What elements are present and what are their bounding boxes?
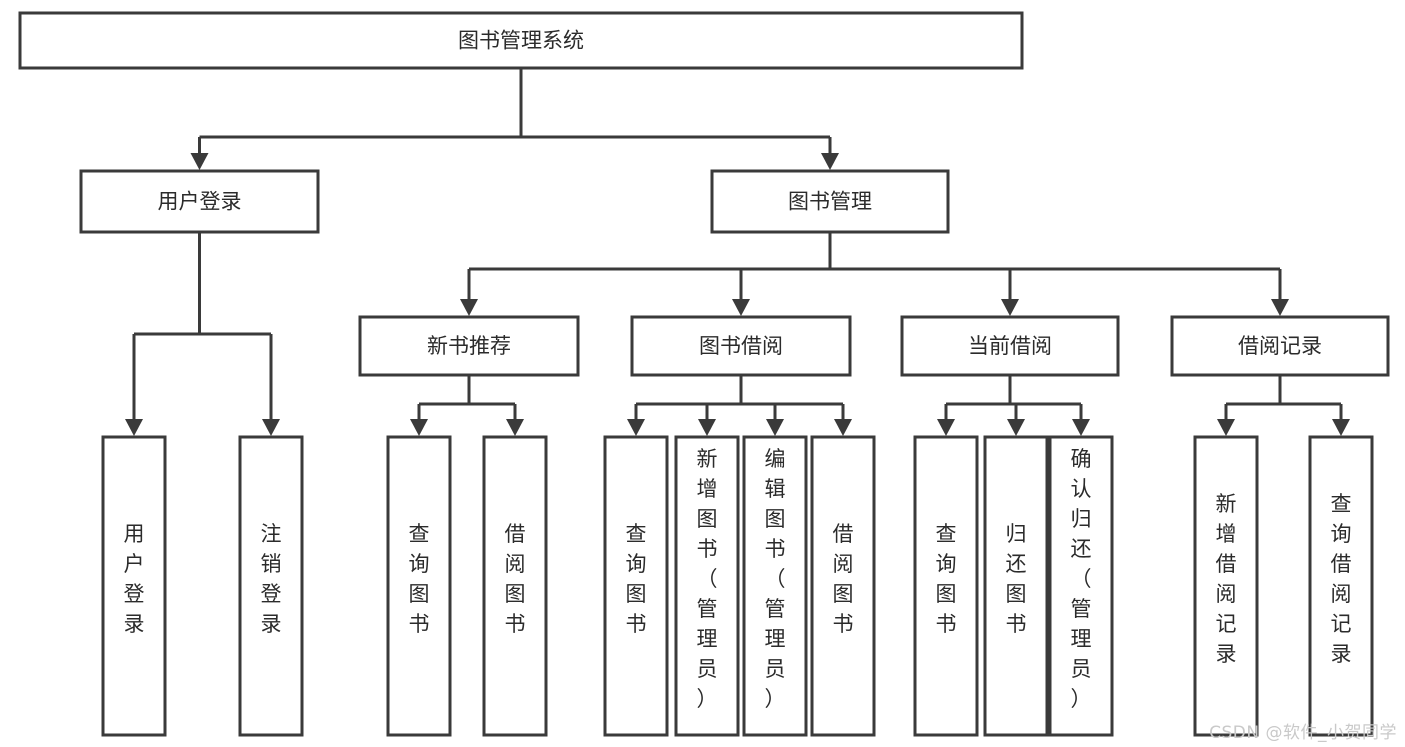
node-label: 查询图书 — [936, 522, 957, 636]
node-branch[interactable]: 图书借阅 — [630, 315, 852, 377]
node-box — [983, 435, 1049, 737]
node-leaf[interactable]: 新增借阅记录 — [1193, 435, 1259, 737]
node-leaf[interactable]: 查询借阅记录 — [1308, 435, 1374, 737]
node-label: 新增图书（管理员） — [697, 447, 718, 711]
node-box — [18, 11, 1024, 70]
node-branch[interactable]: 图书管理 — [710, 169, 950, 234]
node-box — [742, 435, 808, 737]
node-label: 新书推荐 — [427, 334, 511, 358]
arrow-head-icon — [460, 299, 478, 316]
node-label: 用户登录 — [158, 190, 242, 214]
arrow-head-icon — [190, 153, 209, 170]
arrow-head-icon — [834, 419, 852, 436]
node-leaf[interactable]: 借阅图书 — [810, 435, 876, 737]
arrow-head-icon — [1001, 299, 1019, 316]
node-branch[interactable]: 借阅记录 — [1170, 315, 1390, 377]
node-label: 新增借阅记录 — [1216, 492, 1237, 666]
node-leaf[interactable]: 确认归还（管理员） — [1048, 435, 1114, 737]
node-branch[interactable]: 新书推荐 — [358, 315, 580, 377]
arrow-head-icon — [821, 153, 839, 170]
node-box — [101, 435, 167, 737]
arrow-head-icon — [1217, 419, 1235, 436]
node-label: 用户登录 — [124, 522, 145, 636]
node-leaf[interactable]: 查询图书 — [386, 435, 452, 737]
node-box — [386, 435, 452, 737]
node-layer: 图书管理系统用户登录图书管理新书推荐图书借阅当前借阅借阅记录用户登录注销登录查询… — [18, 11, 1390, 737]
node-box — [603, 435, 669, 737]
node-box — [900, 315, 1120, 377]
node-leaf[interactable]: 用户登录 — [101, 435, 167, 737]
node-box — [238, 435, 304, 737]
connector-group — [627, 375, 852, 436]
node-leaf[interactable]: 查询图书 — [913, 435, 979, 737]
node-label: 查询借阅记录 — [1331, 492, 1352, 666]
node-box — [358, 315, 580, 377]
connector-group — [937, 375, 1090, 436]
node-label: 确认归还（管理员） — [1071, 447, 1092, 711]
node-label: 图书借阅 — [699, 334, 783, 358]
node-box — [1193, 435, 1259, 737]
node-label: 借阅记录 — [1238, 334, 1322, 358]
arrow-head-icon — [698, 419, 716, 436]
arrow-head-icon — [1007, 419, 1025, 436]
arrow-head-icon — [732, 299, 750, 316]
node-leaf[interactable]: 查询图书 — [603, 435, 669, 737]
connector-group — [460, 232, 1289, 316]
node-box — [482, 435, 548, 737]
connector-group — [190, 68, 839, 170]
arrow-head-icon — [937, 419, 955, 436]
node-leaf[interactable]: 借阅图书 — [482, 435, 548, 737]
node-leaf[interactable]: 新增图书（管理员） — [674, 435, 740, 737]
arrow-head-icon — [1271, 299, 1289, 316]
arrow-head-icon — [766, 419, 784, 436]
node-leaf[interactable]: 归还图书 — [983, 435, 1049, 737]
node-label: 查询图书 — [626, 522, 647, 636]
arrow-head-icon — [627, 419, 645, 436]
arrow-head-icon — [410, 419, 428, 436]
connector-group — [125, 232, 280, 436]
node-box — [674, 435, 740, 737]
node-label: 编辑图书（管理员） — [765, 447, 786, 711]
node-box — [79, 169, 320, 234]
node-label: 当前借阅 — [968, 334, 1052, 358]
node-label: 图书管理系统 — [458, 29, 584, 53]
node-box — [1170, 315, 1390, 377]
arrow-head-icon — [1332, 419, 1350, 436]
arrow-head-icon — [125, 419, 143, 436]
node-branch[interactable]: 当前借阅 — [900, 315, 1120, 377]
node-box — [810, 435, 876, 737]
node-box — [710, 169, 950, 234]
node-label: 注销登录 — [261, 522, 282, 636]
node-label: 查询图书 — [409, 522, 430, 636]
node-box — [1308, 435, 1374, 737]
node-leaf[interactable]: 注销登录 — [238, 435, 304, 737]
node-box — [1048, 435, 1114, 737]
node-box — [913, 435, 979, 737]
arrow-head-icon — [1072, 419, 1090, 436]
arrow-head-icon — [506, 419, 524, 436]
node-label: 图书管理 — [788, 190, 872, 214]
node-label: 借阅图书 — [833, 522, 854, 636]
connector-layer — [125, 68, 1350, 436]
node-root[interactable]: 图书管理系统 — [18, 11, 1024, 70]
node-leaf[interactable]: 编辑图书（管理员） — [742, 435, 808, 737]
node-branch[interactable]: 用户登录 — [79, 169, 320, 234]
node-box — [630, 315, 852, 377]
connector-group — [1217, 375, 1350, 436]
node-label: 借阅图书 — [505, 522, 526, 636]
arrow-head-icon — [262, 419, 280, 436]
node-label: 归还图书 — [1006, 522, 1027, 636]
connector-group — [410, 375, 524, 436]
